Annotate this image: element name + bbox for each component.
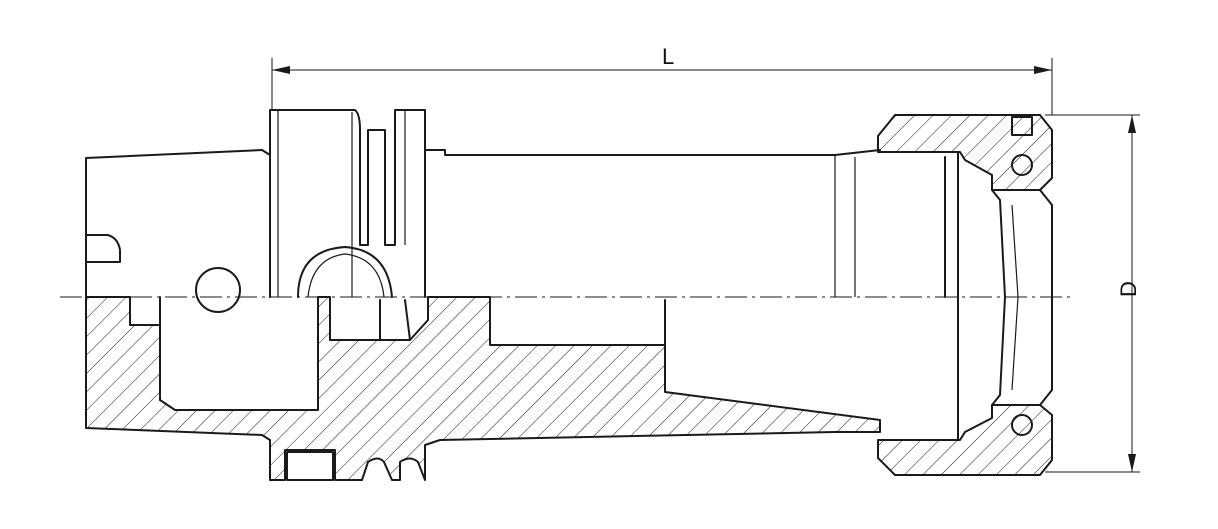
drive-slot-lower [286, 451, 334, 481]
diameter-label: D [1116, 281, 1141, 297]
clamping-nut-lower [877, 404, 1053, 476]
set-screw [1011, 116, 1033, 136]
nut-ball-lower-icon [1011, 414, 1033, 436]
length-label: L [662, 44, 674, 69]
drive-ball-icon [195, 267, 241, 313]
nut-ball-upper-icon [1011, 154, 1033, 176]
body-section-lower [85, 296, 881, 481]
clamping-nut-upper [877, 114, 1053, 191]
dimension-diameter: D [1045, 114, 1141, 473]
upper-outline [85, 109, 881, 313]
dimension-length: L [271, 44, 1053, 115]
